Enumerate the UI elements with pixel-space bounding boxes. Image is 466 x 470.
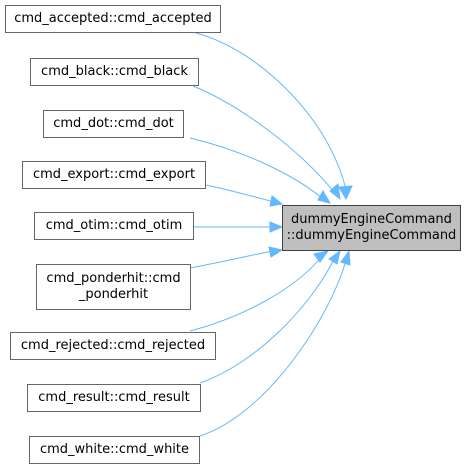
edge-accepted [195,32,347,191]
arrowhead-ponderhit [268,246,284,258]
target-label-line2: ::dummyEngineCommand [286,228,457,243]
caller-label-rejected: cmd_rejected::cmd_rejected [20,338,206,353]
edge-black [192,85,335,193]
arrowhead-result [328,249,341,265]
edge-export [205,184,279,204]
target-node: dummyEngineCommand ::dummyEngineCommand [282,205,461,251]
caller-label-accepted: cmd_accepted::cmd_accepted [14,11,212,26]
caller-label-ponderhit-line2: _ponderhit [78,287,149,302]
caller-label-dot: cmd_dot::cmd_dot [53,116,174,131]
arrowhead-white [340,249,351,266]
caller-label-ponderhit-line1: cmd_ponderhit::cmd [46,271,181,286]
caller-node-export[interactable]: cmd_export::cmd_export [22,161,206,189]
caller-label-white: cmd_white::cmd_white [39,442,190,457]
caller-node-result[interactable]: cmd_result::cmd_result [27,384,201,412]
arrowhead-export [269,195,284,207]
arrowhead-dot [317,189,332,204]
caller-label-otim: cmd_otim::cmd_otim [45,218,183,233]
caller-label-black: cmd_black::cmd_black [41,64,188,79]
edge-rejected [189,255,323,332]
edge-dot [189,137,323,199]
caller-node-dot[interactable]: cmd_dot::cmd_dot [43,110,184,138]
arrowhead-otim [269,221,284,233]
caller-node-accepted[interactable]: cmd_accepted::cmd_accepted [5,5,221,33]
arrowhead-black [329,183,341,201]
caller-node-white[interactable]: cmd_white::cmd_white [29,436,200,464]
caller-node-ponderhit[interactable]: cmd_ponderhit::cmd _ponderhit [36,264,191,310]
caller-label-result: cmd_result::cmd_result [38,390,190,405]
arrowhead-rejected [313,250,330,263]
caller-node-rejected[interactable]: cmd_rejected::cmd_rejected [10,332,216,360]
arrowhead-accepted [338,185,353,201]
edge-white [199,256,348,437]
edge-result [199,256,336,384]
target-label-line1: dummyEngineCommand [291,212,452,227]
caller-node-black[interactable]: cmd_black::cmd_black [30,58,199,86]
caller-label-export: cmd_export::cmd_export [32,167,196,182]
caller-node-otim[interactable]: cmd_otim::cmd_otim [34,212,194,240]
edge-ponderhit [189,249,279,269]
